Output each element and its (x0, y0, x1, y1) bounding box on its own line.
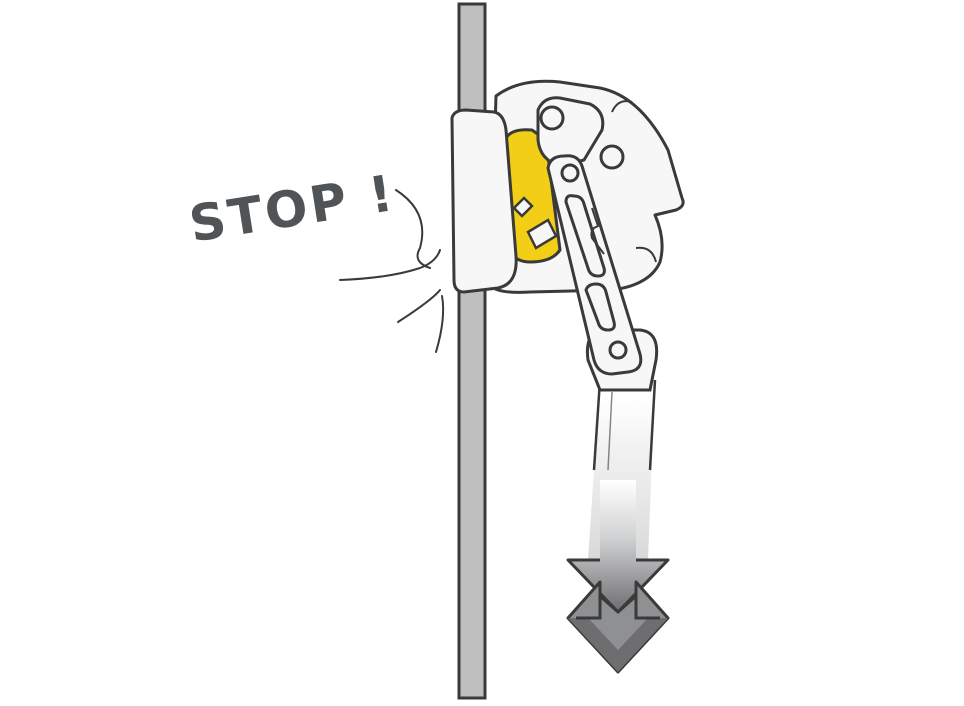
rope (457, 2, 487, 700)
shock-lines (339, 189, 445, 353)
pivot-cover (536, 96, 605, 168)
lever-handle (546, 154, 643, 376)
downward-arrows (566, 480, 670, 674)
front-plate (450, 108, 518, 294)
